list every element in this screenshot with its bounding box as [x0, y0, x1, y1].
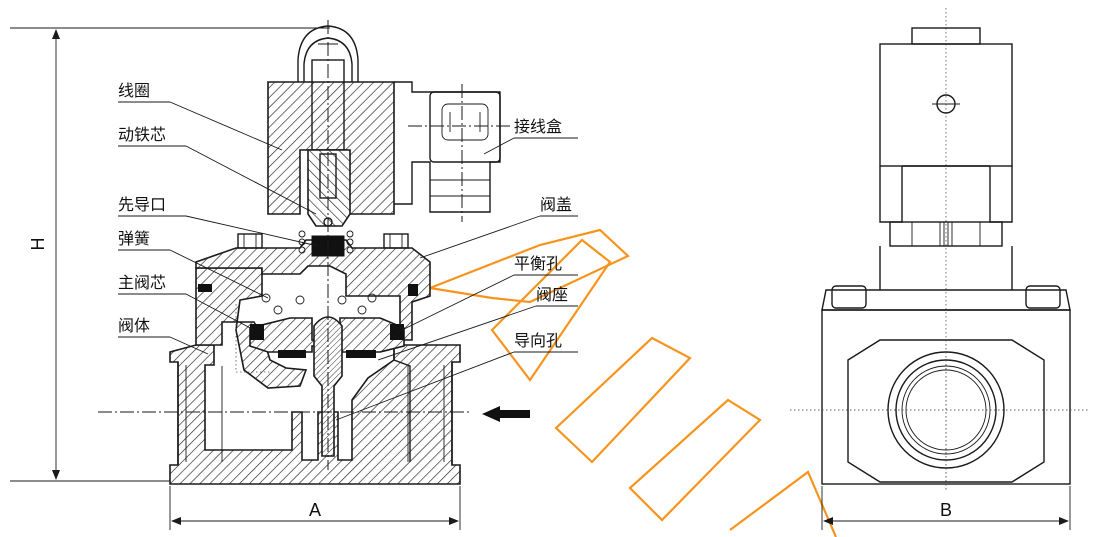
label-bonnet: 阀盖 — [540, 195, 572, 214]
label-junction-box: 接线盒 — [514, 117, 562, 136]
section-view — [10, 20, 530, 485]
watermark-logo — [425, 228, 838, 537]
callouts-left: 线圈 动铁芯 先导口 弹簧 主阀芯 阀体 — [118, 81, 319, 355]
height-dimension: H — [28, 29, 60, 480]
length-dimension: A — [169, 486, 461, 530]
label-valve-body: 阀体 — [118, 316, 150, 335]
callouts-right: 接线盒 阀盖 平衡孔 阀座 导向孔 — [335, 117, 578, 421]
side-view — [790, 8, 1090, 490]
width-dimension-label: B — [940, 500, 952, 520]
label-balance-hole: 平衡孔 — [514, 254, 562, 273]
label-pilot-port: 先导口 — [118, 195, 166, 214]
label-valve-seat: 阀座 — [536, 285, 568, 304]
height-dimension-label: H — [28, 238, 48, 251]
label-spring: 弹簧 — [118, 229, 150, 248]
length-dimension-label: A — [309, 500, 321, 520]
label-guide-hole: 导向孔 — [514, 331, 562, 350]
label-main-spool: 主阀芯 — [118, 273, 166, 292]
width-dimension: B — [821, 486, 1071, 530]
label-coil: 线圈 — [118, 81, 150, 100]
pilot-spring — [298, 230, 354, 254]
label-plunger: 动铁芯 — [118, 125, 166, 144]
